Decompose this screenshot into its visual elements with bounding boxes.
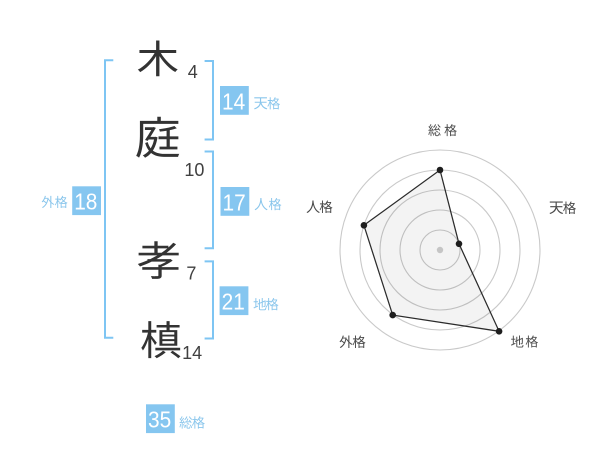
svg-text:18: 18 (74, 189, 97, 215)
svg-text:7: 7 (186, 264, 196, 284)
svg-text:14: 14 (222, 88, 245, 114)
svg-text:35: 35 (148, 407, 171, 433)
svg-text:14: 14 (182, 343, 202, 363)
svg-text:21: 21 (222, 289, 245, 315)
svg-text:4: 4 (188, 62, 198, 82)
svg-text:17: 17 (223, 189, 246, 215)
svg-text:10: 10 (184, 160, 204, 180)
